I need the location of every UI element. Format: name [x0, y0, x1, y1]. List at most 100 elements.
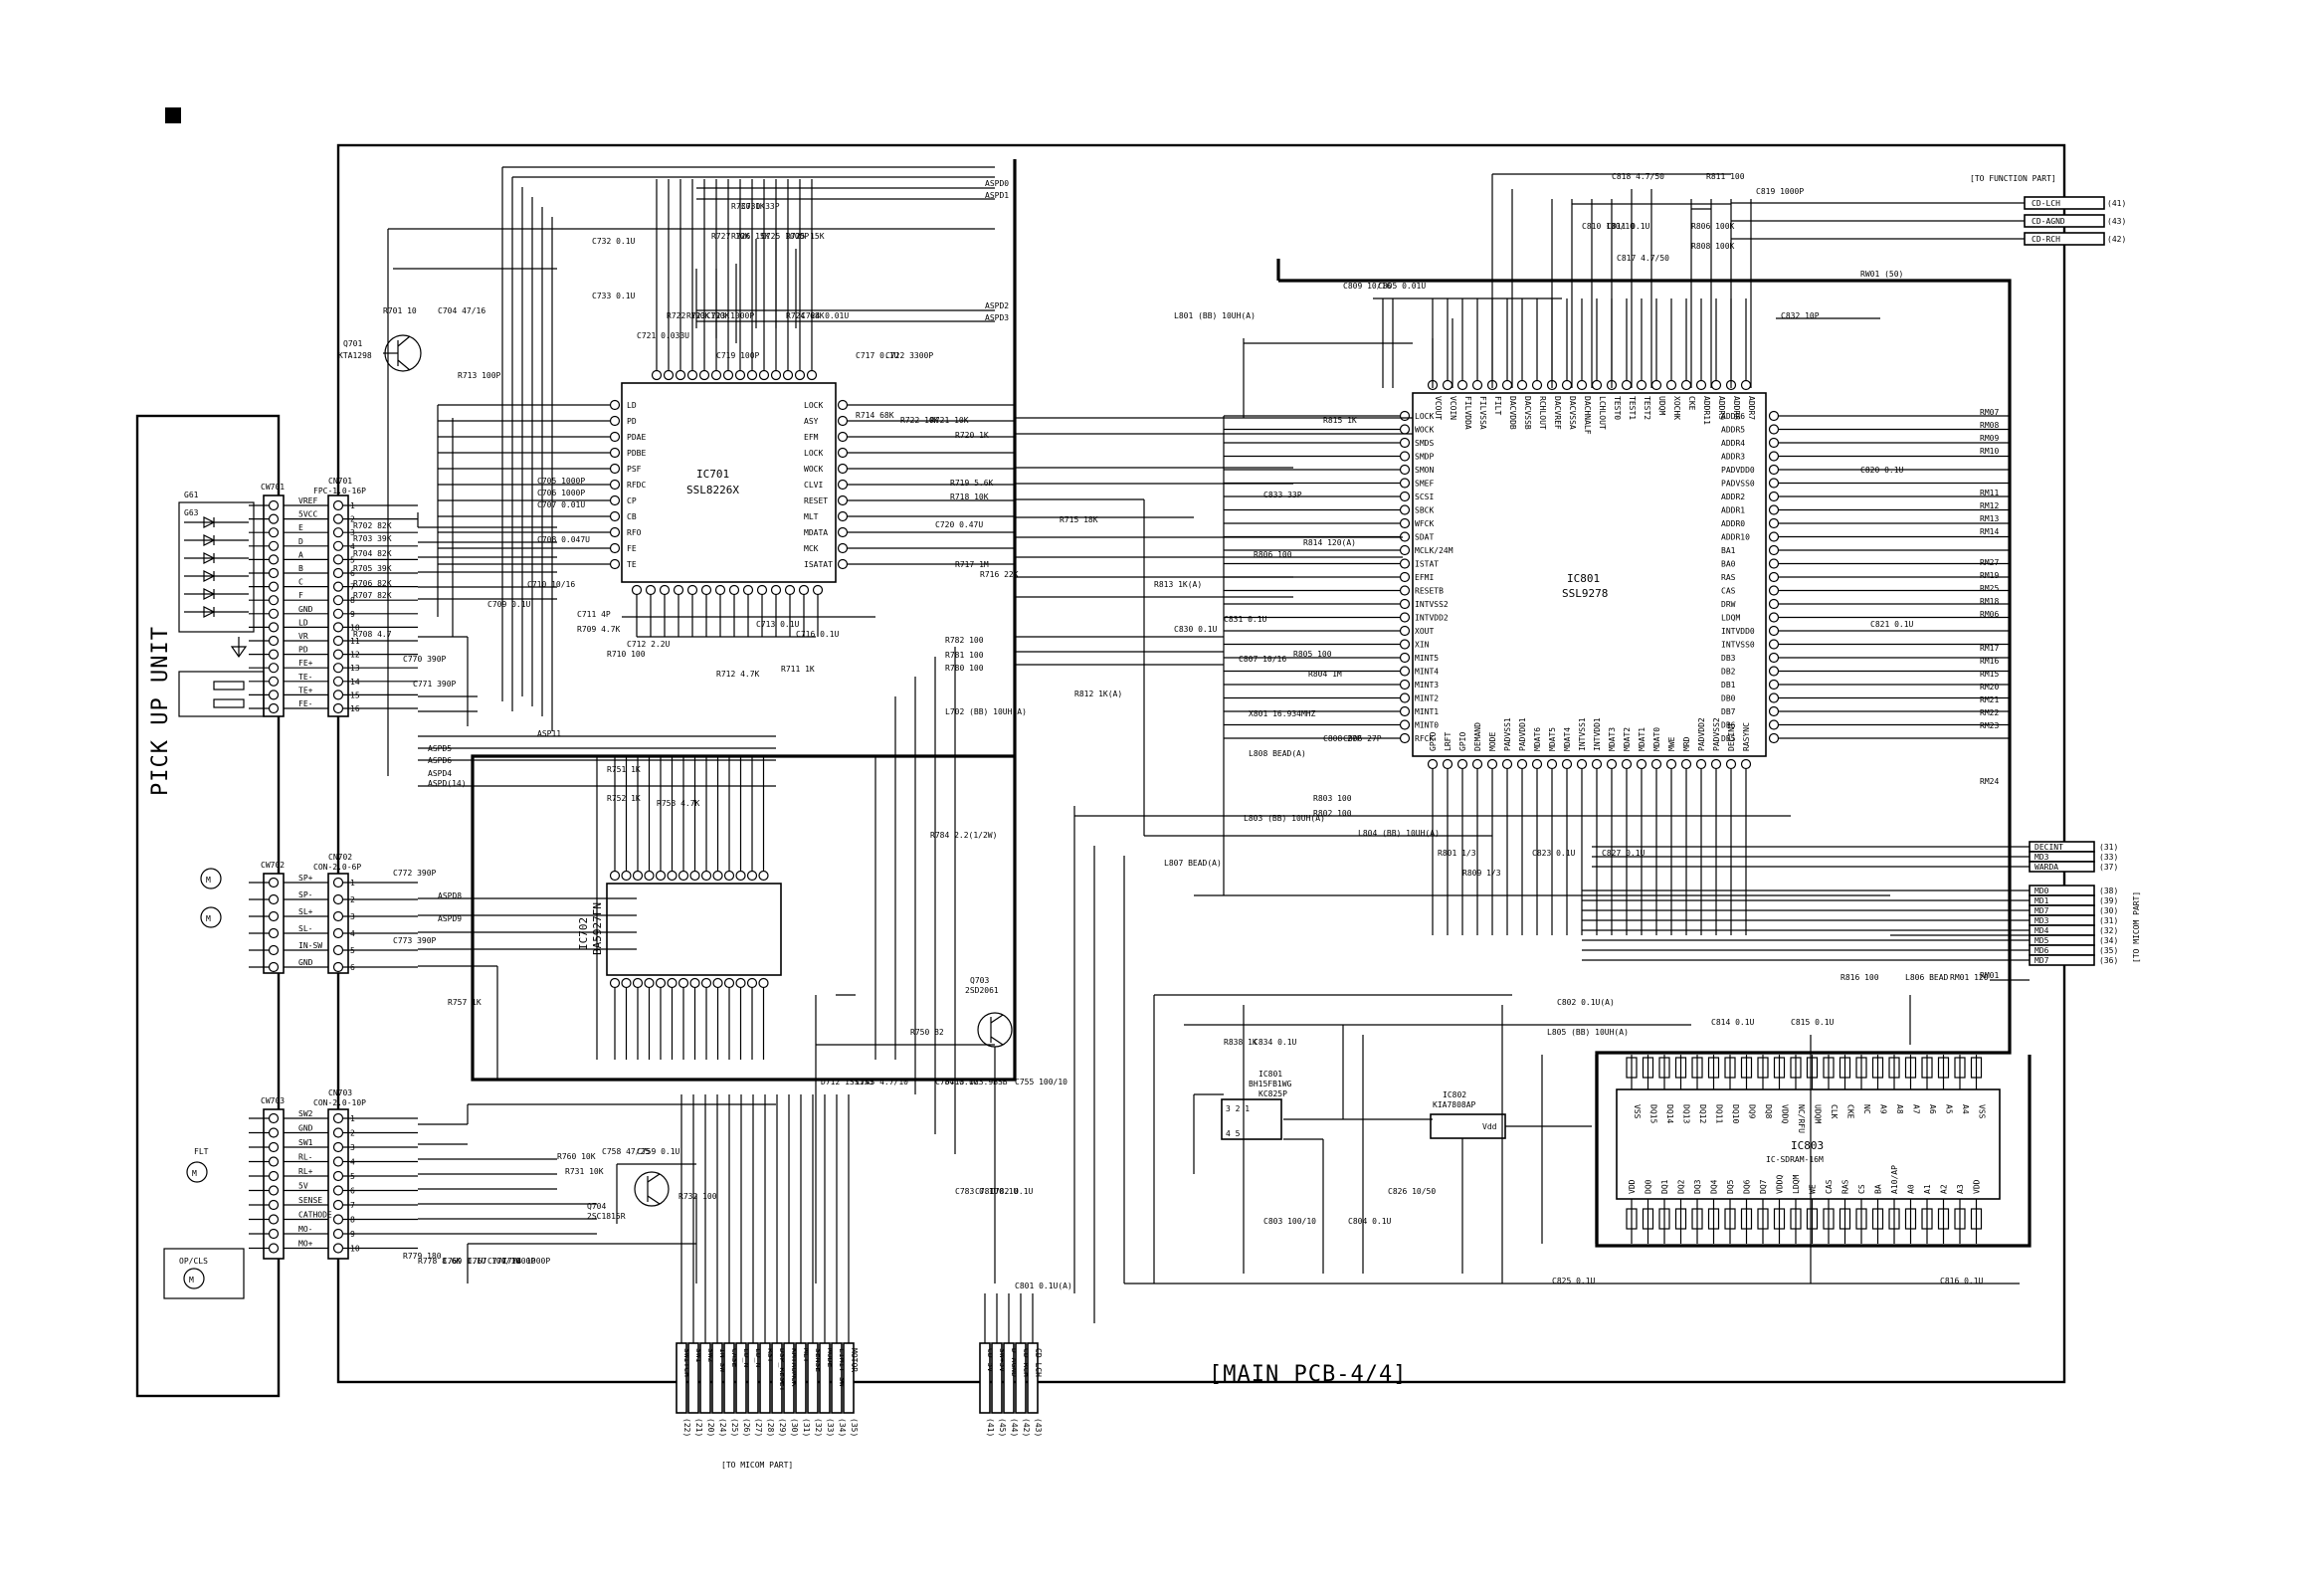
cw701-pins-num-8: 9 [350, 610, 355, 619]
ic801-pin-smds: SMDS [1415, 439, 1434, 448]
cw702-pins-num-5: 6 [350, 963, 355, 972]
cw701-pins-pin-6: C [298, 578, 303, 587]
ic701-pin-cb: CB [627, 512, 637, 521]
micom-bottom-num-2: (20) [706, 1418, 715, 1437]
part-c833: C833 33P [1263, 491, 1302, 499]
part-r779: R779 180 [403, 1252, 442, 1261]
ic801-pin-db0: DB0 [1721, 694, 1736, 703]
part-r782: R782 100 [945, 636, 984, 645]
ic801-pin-intvdd1: INTVDD1 [1593, 717, 1602, 751]
part-c709: C709 0.1U [487, 600, 531, 609]
part-c819: C819 1000P [1756, 187, 1804, 196]
part-r715: R715 18K [1060, 515, 1098, 524]
ic701-pin-clvi: CLVI [804, 481, 823, 490]
ic801-pin-demand: DEMAND [1473, 722, 1482, 751]
micom-bus-right: DECINT(31)MD3(33)WARDA(37) MD0(38)MD1(39… [1582, 841, 2141, 966]
ic701-pin-asy: ASY [804, 417, 819, 426]
cw701-pins-num-14: 15 [350, 691, 360, 699]
part-c771: C771 390P [413, 680, 457, 689]
ic803-pin-dq15: DQ15 [1649, 1104, 1658, 1123]
ic803-pin-a6: A6 [1928, 1104, 1937, 1114]
part-r784: R784 2.2(1/2W) [930, 831, 997, 840]
ic801-pin-filt: FILT [1493, 396, 1502, 415]
svg-text:[TO MICOM PART]: [TO MICOM PART] [2132, 891, 2141, 963]
part-c723: C723 1000P [706, 311, 754, 320]
svg-text:CN701: CN701 [328, 477, 352, 486]
cw702-pins-pin-4: IN-SW [298, 941, 322, 950]
ic801-pin-intvdd2: INTVDD2 [1415, 614, 1449, 623]
cw702-pins-pin-1: SP- [298, 890, 312, 899]
ic801-pin-rchlout: RCHLOUT [1538, 396, 1547, 430]
motor-sled: M [200, 906, 222, 928]
ic801-pin-dacvssa: DACVSSA [1568, 396, 1577, 430]
part-c720: C720 0.47U [935, 520, 983, 529]
cw703-pins-num-1: 2 [350, 1129, 355, 1138]
cw701-pins-num-12: 13 [350, 664, 360, 673]
part-c755: C755 100/10 [1015, 1078, 1067, 1086]
cw701-pins-num-15: 16 [350, 704, 360, 713]
cw701-pins-num-7: 8 [350, 596, 355, 605]
micom-right-b-num-4: (32) [2099, 926, 2118, 935]
rm-label-rm16: RM16 [1980, 657, 1999, 666]
part-r725: R725 15K [786, 232, 825, 241]
part-l702: L702 (BB) 10UH(A) [945, 707, 1027, 716]
pickup-internals: G61 G63 [178, 491, 265, 717]
micom-bottom-num-4: (25) [730, 1418, 739, 1437]
cw703-pins-pin-0: SW2 [298, 1109, 313, 1118]
ic701-pin-psf: PSF [627, 465, 642, 474]
part-r750: R750 82 [910, 1028, 944, 1037]
svg-text:2SD2061: 2SD2061 [965, 986, 999, 995]
ic801-pin-decint: DECINT [1727, 722, 1736, 751]
micom-bottom-num-5: (26) [742, 1418, 751, 1437]
micom-right-b-2: MD7 [2034, 906, 2049, 915]
part-c806: C806 27P [1343, 734, 1382, 743]
micom-bottom-14: MOTOR [850, 1348, 859, 1372]
ic801-pin-intvss0: INTVSS0 [1721, 641, 1755, 650]
part-c725: C725 1000P [761, 232, 809, 241]
part-r806b: R806 100 [1254, 550, 1292, 559]
ic803-pin-dq6: DQ6 [1743, 1179, 1752, 1194]
part-r752: R752 1K [607, 794, 641, 803]
cw701-pins-num-11: 12 [350, 651, 360, 660]
cw701-pins-pin-15: FE- [298, 699, 312, 708]
part-r813: R813 1K(A) [1154, 580, 1202, 589]
part-r706: R706 82K [353, 579, 392, 588]
cw703-pins-num-9: 10 [350, 1245, 360, 1254]
transistor-q703: Q703 2SD2061 [965, 976, 1013, 1048]
part-r719: R719 5.6K [950, 479, 994, 488]
ic801-pin-wfck: WFCK [1415, 519, 1434, 528]
rm-label-rm12: RM12 [1980, 501, 1999, 510]
ic803-pin-a10ap: A10/AP [1890, 1165, 1899, 1194]
cw702-pins-num-2: 3 [350, 912, 355, 921]
micom-bottom-5: LD_N [742, 1348, 751, 1367]
svg-text:CW703: CW703 [261, 1096, 285, 1105]
part-r705: R705 39K [353, 564, 392, 573]
part-l805: L805 (BB) 10UH(A) [1547, 1028, 1629, 1037]
part-c826: C826 10/50 [1388, 1187, 1436, 1196]
net-aspd-8: ASP11 [537, 729, 561, 738]
cw703-pins-num-7: 8 [350, 1216, 355, 1225]
micom-right-b-num-2: (30) [2099, 906, 2118, 915]
part-r806: R806 100K [1691, 222, 1735, 231]
function-bus-num-1: (43) [2107, 217, 2126, 226]
aspd-net-labels: ASPD0 ASPD1 ASPD2 ASPD3 [696, 179, 1009, 322]
transistor-q701: Q701 KTA1298 [338, 334, 422, 372]
part-c811: C811 0.1U [1607, 222, 1650, 231]
svg-text:CON-2.0-10P: CON-2.0-10P [313, 1098, 366, 1107]
ic701-pin-te: TE [627, 560, 637, 569]
part-r778: R778 8.6K [418, 1257, 462, 1266]
micom-right-b-num-1: (39) [2099, 896, 2118, 905]
motor-loading: M [186, 1161, 208, 1183]
rm-label-rm07: RM07 [1980, 408, 1999, 417]
micom-bottom-3: IN-SW [718, 1348, 727, 1372]
micom-right-a-2: WARDA [2034, 863, 2058, 872]
svg-text:CN703: CN703 [328, 1088, 352, 1097]
part-r816: R816 100 [1840, 973, 1879, 982]
part-r723: R723 100K [686, 311, 730, 320]
part-d713: D713 UZ3.9BSB [945, 1078, 1008, 1086]
ic803-pin-vddq: VDDQ [1776, 1175, 1785, 1194]
ic801-pin-xochk: XOCHK [1672, 396, 1681, 420]
ic803-pin-a9: A9 [1879, 1104, 1888, 1114]
ic701-pin-pdbe: PDBE [627, 449, 646, 458]
part-c820: C820 0.1U [1860, 466, 1904, 475]
